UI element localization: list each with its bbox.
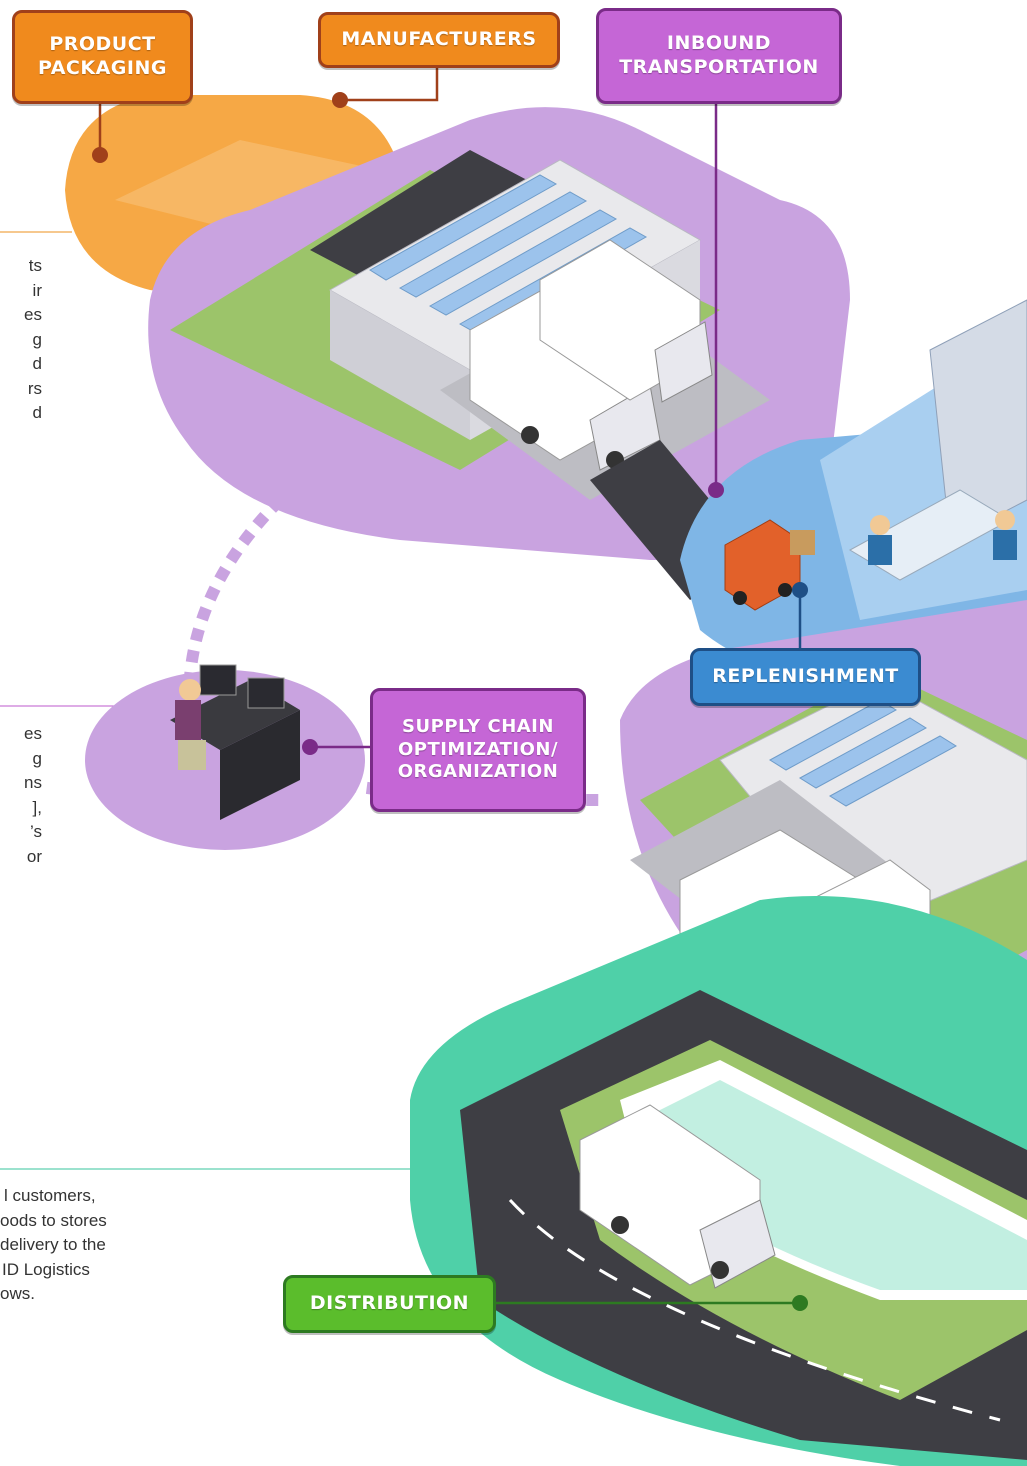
text-block-3: l customers, oods to stores delivery to … [0,1186,107,1303]
office-desks [848,489,1017,581]
text-block-2: es g ns ], ’s or [24,724,42,866]
inner-courtyard-tint [640,1080,1027,1290]
forklift [724,519,815,611]
label-supply-chain-optimization: SUPPLY CHAIN OPTIMIZATION/ ORGANIZATION [370,688,586,812]
ring-inner-courtyard [620,1060,1027,1300]
label-manufacturers: MANUFACTURERS [318,12,560,68]
truck-top-2 [539,239,713,403]
label-connectors [98,60,802,1305]
label-distribution: DISTRIBUTION [283,1275,496,1333]
truck-distribution [579,1104,776,1289]
orange-floor [115,140,380,235]
label-product-packaging: PRODUCT PACKAGING [12,10,193,104]
text-block-1: ts ir es g d rs d [24,256,42,422]
warehouse-wall-left [330,290,470,440]
label-replenishment: REPLENISHMENT [690,648,921,706]
skylights-bottom [769,699,957,807]
lane-markings [508,1198,1001,1422]
shelving [929,299,1027,541]
label-inbound-transportation: INBOUND TRANSPORTATION [596,8,842,104]
connector-dots [92,92,808,1311]
operator-workstation [170,664,300,820]
